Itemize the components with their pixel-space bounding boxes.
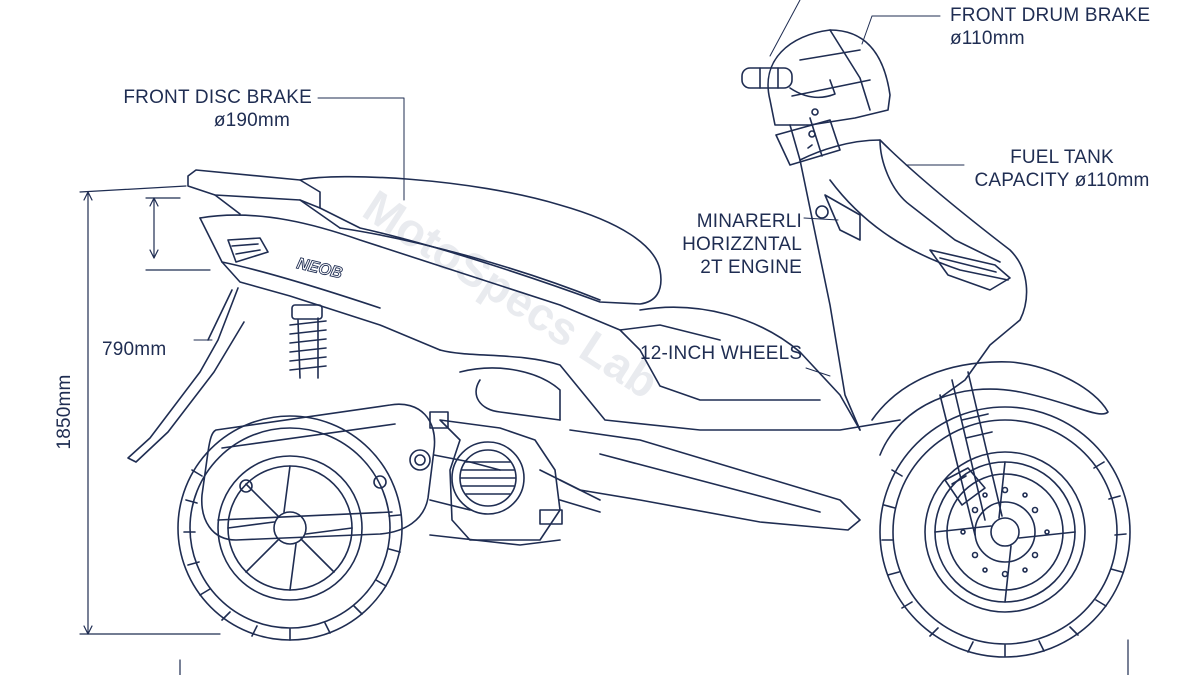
rear-shock	[289, 304, 327, 379]
engine-line-3: 2T ENGINE	[700, 257, 802, 278]
front-drum-brake-size: ø110mm	[950, 28, 1025, 49]
seat-height-label: 790mm	[102, 339, 167, 360]
leader-lines	[193, 0, 965, 377]
watermark-text: MotoSpecs Lab	[355, 180, 668, 409]
engine-unit	[409, 411, 563, 546]
front-drum-brake-title: FRONT DRUM BRAKE	[950, 5, 1151, 26]
engine-line-1: MINARERLI	[696, 211, 802, 232]
scooter-body	[187, 117, 1028, 531]
front-disc-brake-label: FRONT DISC BRAKE ø190mm	[120, 86, 312, 132]
rear-wheel	[177, 415, 403, 641]
front-disc-brake-size: ø190mm	[213, 110, 290, 131]
fuel-tank-capacity: CAPACITY ø110mm	[974, 170, 1150, 191]
fuel-tank-title: FUEL TANK	[1010, 147, 1114, 168]
front-drum-brake-label: FRONT DRUM BRAKE ø110mm	[950, 4, 1150, 50]
wheels-label: 12-INCH WHEELS	[640, 343, 803, 364]
front-fork	[871, 361, 1109, 536]
engine-label: MINARERLI HORIZZNTAL 2T ENGINE	[668, 210, 802, 279]
fuel-tank-label: FUEL TANK CAPACITY ø110mm	[966, 146, 1158, 192]
handlebar-headset	[741, 29, 891, 149]
front-wheel	[879, 406, 1131, 658]
rear-mudguard	[127, 287, 245, 463]
overall-height-label: 1850mm	[54, 374, 75, 450]
engine-line-2: HORIZZNTAL	[682, 234, 802, 255]
brand-badge-text: NEOB	[295, 255, 344, 282]
front-disc-brake-title: FRONT DISC BRAKE	[123, 87, 312, 108]
dimension-lines	[79, 185, 1129, 675]
